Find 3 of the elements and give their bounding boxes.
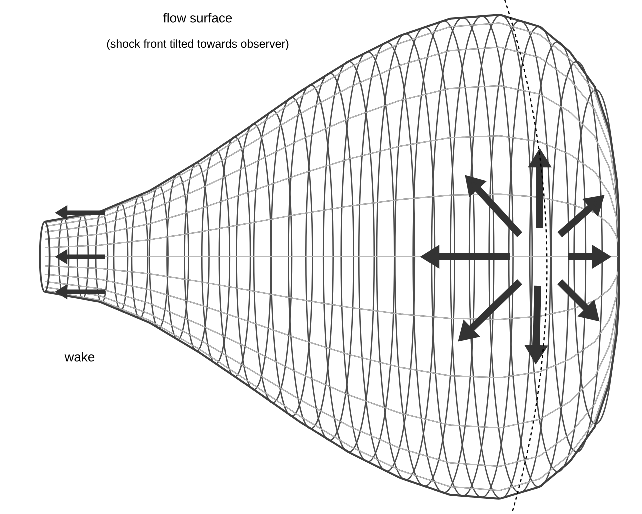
- label-text: flow surface: [164, 13, 232, 23]
- label-text: (shock front tilted towards observer): [107, 40, 289, 50]
- label-text: wake: [64, 352, 95, 362]
